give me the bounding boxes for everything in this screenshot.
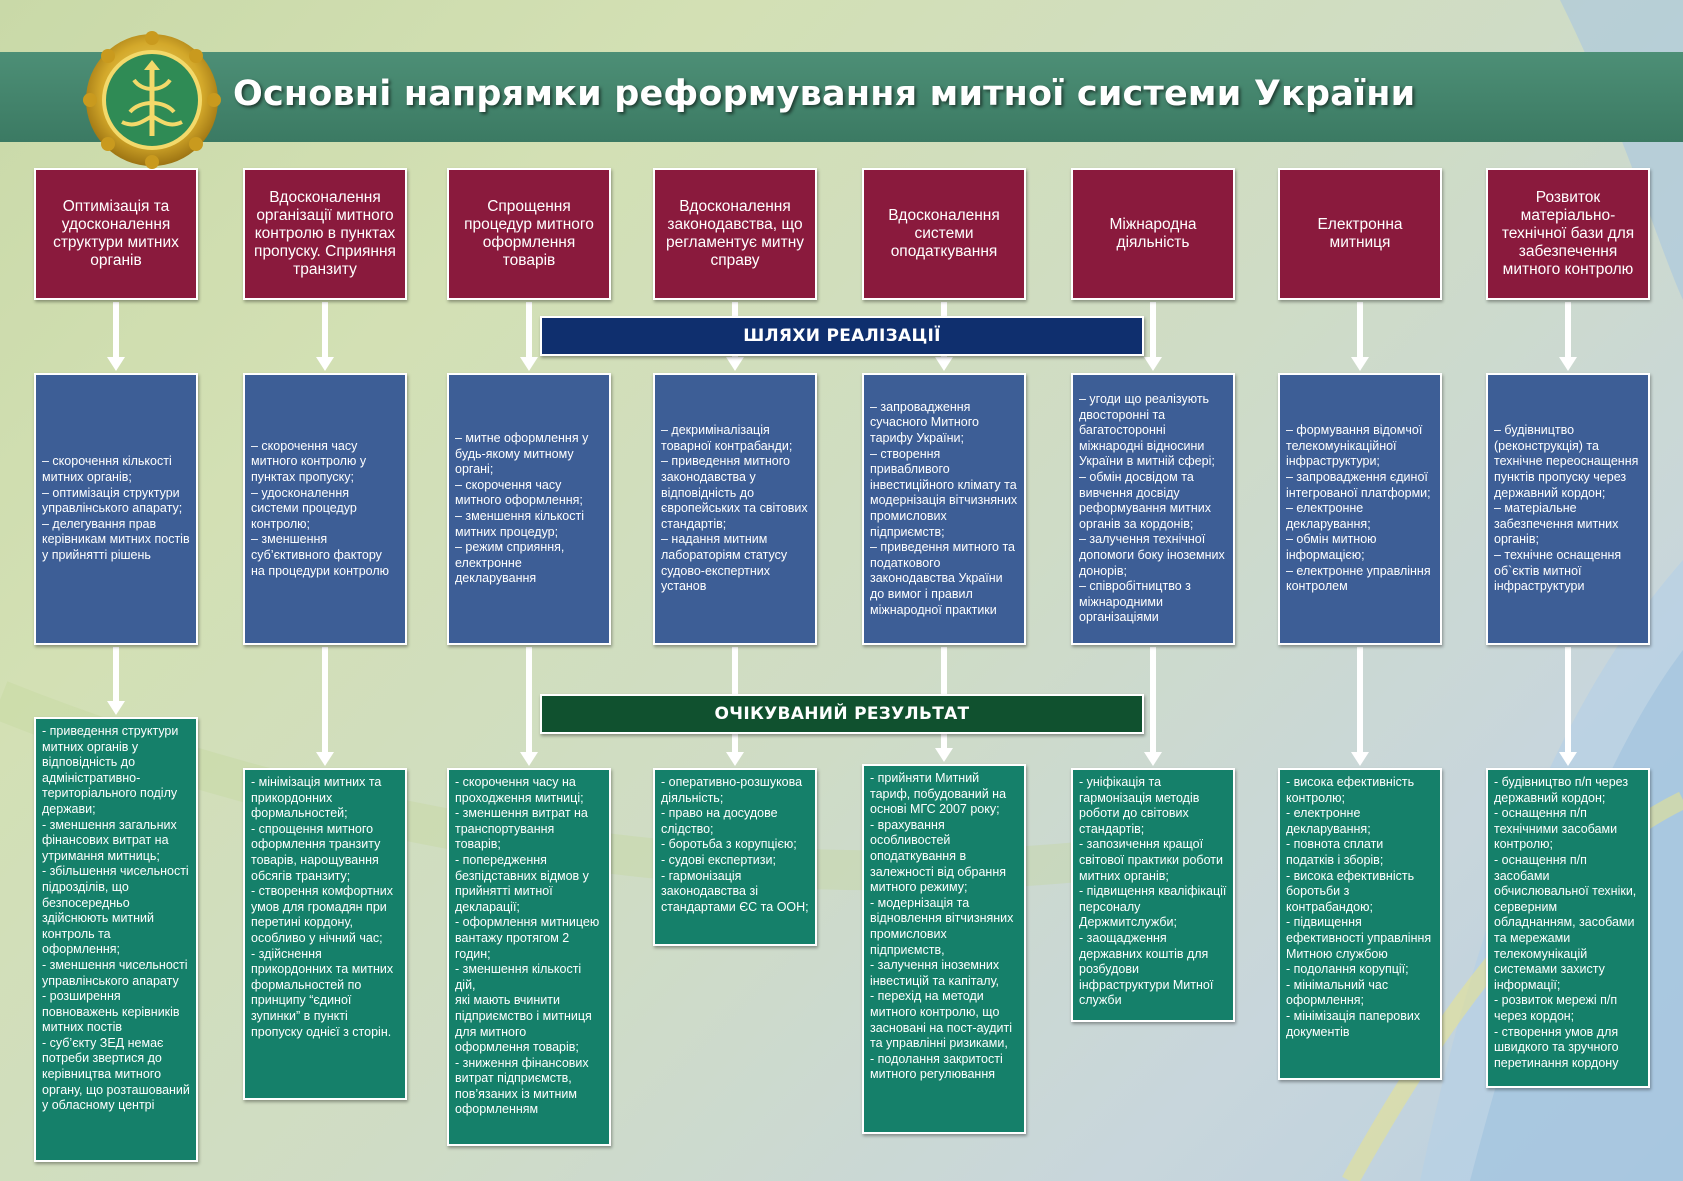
result-box: - скорочення часу на проходження митниці… [447, 768, 611, 1146]
direction-text: Міжнародна діяльність [1109, 216, 1197, 251]
ways-text: – угоди що реалізують двосторонні та баг… [1079, 392, 1225, 625]
result-box: - прийняти Митний тариф, побудований на … [862, 764, 1026, 1134]
direction-box: Оптимізація та удосконалення структури м… [34, 168, 198, 300]
direction-box: Вдосконалення організації митного контро… [243, 168, 407, 300]
direction-text: Вдосконалення законодавства, що регламен… [665, 198, 805, 269]
ways-box: – скорочення часу митного контролю у пун… [243, 373, 407, 645]
direction-text: Вдосконалення організації митного контро… [254, 189, 396, 278]
result-banner: ОЧІКУВАНИЙ РЕЗУЛЬТАТ [540, 694, 1144, 734]
direction-text: Оптимізація та удосконалення структури м… [53, 198, 179, 269]
ways-box: – митне оформлення у будь-якому митному … [447, 373, 611, 645]
result-text: - приведення структури митних органів у … [42, 724, 190, 1113]
direction-box: Вдосконалення законодавства, що регламен… [653, 168, 817, 300]
result-text: - оперативно-розшукова діяльність; - пра… [661, 775, 809, 914]
result-text: - скорочення часу на проходження митниці… [455, 775, 600, 1117]
result-box: - оперативно-розшукова діяльність; - пра… [653, 768, 817, 946]
result-text: - уніфікація та гармонізація методів роб… [1079, 775, 1227, 1008]
ways-banner: ШЛЯХИ РЕАЛІЗАЦІЇ [540, 316, 1144, 356]
ways-box: – скорочення кількості митних органів; –… [34, 373, 198, 645]
direction-box: Електронна митниця [1278, 168, 1442, 300]
ways-text: – митне оформлення у будь-якому митному … [455, 431, 589, 586]
direction-text: Вдосконалення системи оподаткування [888, 207, 1000, 260]
result-box: - мінімізація митних та прикордонних фор… [243, 768, 407, 1100]
ways-box: – запровадження сучасного Митного тарифу… [862, 373, 1026, 645]
result-box: - приведення структури митних органів у … [34, 717, 198, 1162]
direction-text: Спрощення процедур митного оформлення то… [464, 198, 594, 269]
ways-text: – скорочення часу митного контролю у пун… [251, 438, 389, 578]
ways-text: – скорочення кількості митних органів; –… [42, 454, 190, 562]
direction-box: Розвиток матеріально-технічної бази для … [1486, 168, 1650, 300]
direction-box: Спрощення процедур митного оформлення то… [447, 168, 611, 300]
result-box: - висока ефективність контролю; - електр… [1278, 768, 1442, 1080]
result-text: - прийняти Митний тариф, побудований на … [870, 771, 1014, 1082]
customs-emblem-icon [83, 31, 221, 169]
direction-box: Міжнародна діяльність [1071, 168, 1235, 300]
direction-box: Вдосконалення системи оподаткування [862, 168, 1026, 300]
ways-text: – декриміналізація товарної контрабанди;… [661, 423, 808, 594]
direction-text: Розвиток матеріально-технічної бази для … [1501, 189, 1635, 278]
result-text: - мінімізація митних та прикордонних фор… [251, 775, 394, 1039]
header-bar [0, 52, 1683, 142]
ways-box: – декриміналізація товарної контрабанди;… [653, 373, 817, 645]
result-box: - будівництво п/п через державний кордон… [1486, 768, 1650, 1088]
ways-text: – запровадження сучасного Митного тарифу… [870, 399, 1018, 617]
ways-box: – угоди що реалізують двосторонні та баг… [1071, 373, 1235, 645]
direction-text: Електронна митниця [1317, 216, 1403, 251]
result-text: - будівництво п/п через державний кордон… [1494, 775, 1637, 1070]
result-text: - висока ефективність контролю; - електр… [1286, 775, 1432, 1039]
page-title: Основні напрямки реформування митної сис… [233, 74, 1416, 114]
result-box: - уніфікація та гармонізація методів роб… [1071, 768, 1235, 1022]
ways-text: – формування відомчої телекомунікаційної… [1286, 423, 1431, 594]
ways-text: – будівництво (реконструкція) та технічн… [1494, 423, 1639, 594]
ways-box: – формування відомчої телекомунікаційної… [1278, 373, 1442, 645]
ways-box: – будівництво (реконструкція) та технічн… [1486, 373, 1650, 645]
